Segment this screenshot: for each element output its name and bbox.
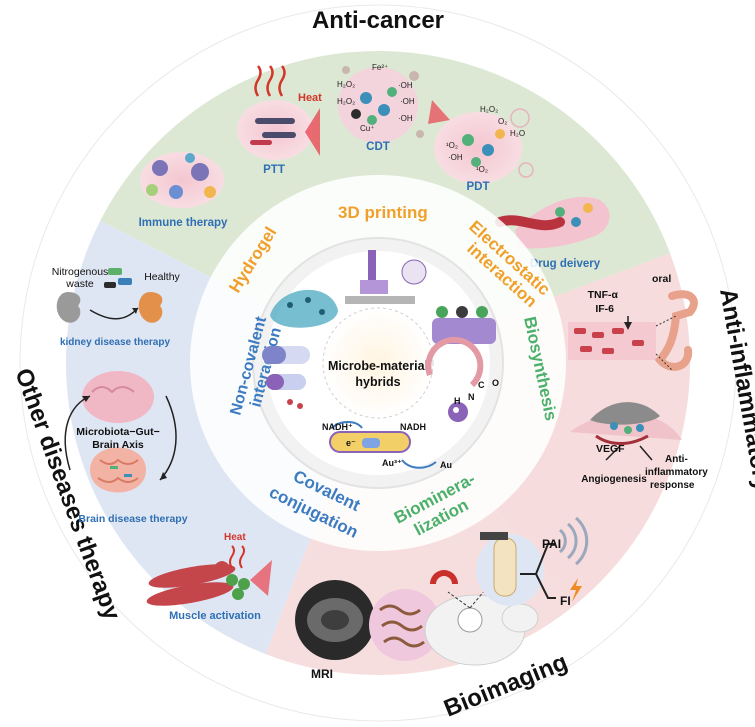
cdt-cu: Cu⁺: [360, 124, 374, 133]
immune-therapy-illustration: [140, 152, 224, 208]
label-tnf: TNF-α: [588, 289, 619, 301]
bio-o: O: [492, 378, 499, 388]
nadh: NADH: [400, 422, 426, 432]
bio-n: N: [468, 392, 475, 402]
pdt-illustration: [428, 100, 534, 184]
pdt-h2o2: H₂O₂: [480, 105, 498, 114]
gut-illustration: [568, 290, 698, 371]
cdt-oh-c: ·OH: [398, 114, 413, 123]
label-brain-therapy: Brain disease therapy: [78, 513, 187, 525]
label-pai: PAI: [542, 537, 561, 551]
label-mri: MRI: [311, 667, 333, 681]
nadh-plus: NADH⁺: [322, 422, 353, 432]
bioimaging-section: MRI PAI FI: [295, 516, 589, 681]
cdt-h2o2-b: H₂O₂: [337, 97, 355, 106]
label-il6: IF-6: [595, 303, 614, 315]
label-vegf: VEGF: [596, 443, 625, 455]
printer-icon: [345, 250, 427, 304]
label-kidney-therapy: kidney disease therapy: [60, 337, 170, 348]
electrostatic-icon: [432, 306, 496, 344]
label-cdt: CDT: [366, 141, 390, 153]
cdt-illustration: [338, 66, 424, 143]
sector-title-anti-cancer: Anti-cancer: [312, 7, 444, 34]
cdt-h2o2-a: H₂O₂: [337, 80, 355, 89]
label-anti-inf-1: Anti-: [665, 454, 688, 465]
drug-delivery-illustration: [495, 196, 610, 249]
label-ptt-heat: Heat: [298, 92, 322, 104]
mri-illustration: [295, 580, 375, 660]
center-line-2: hybrids: [355, 375, 400, 389]
label-oral: oral: [652, 273, 671, 285]
capsule-icon: [262, 346, 310, 409]
label-angiogenesis: Angiogenesis: [581, 474, 647, 485]
pdt-o2: O₂: [498, 117, 507, 126]
au: Au: [440, 460, 452, 470]
pdt-1o2-a: ¹O₂: [446, 141, 458, 150]
label-pdt: PDT: [467, 181, 490, 193]
other-diseases-section: Nitrogenous waste Healthy kidney disease…: [52, 266, 272, 622]
kidney-illustration: [56, 268, 163, 323]
label-waste: waste: [65, 278, 94, 290]
mouse-illustration: [424, 570, 539, 666]
electron: e⁻: [346, 438, 356, 448]
cdt-oh-a: ·OH: [398, 81, 413, 90]
label-anti-inf-2: inflammatory: [645, 467, 708, 478]
bio-c: C: [478, 380, 485, 390]
biosynthesis-icon: [425, 336, 484, 422]
bacteria-blob-illustration: [369, 589, 441, 661]
label-drug-delivery: Drug deivery: [530, 258, 601, 270]
hydrogel-icon: [270, 289, 338, 328]
brain-illustration: [64, 371, 177, 493]
au3: Au³⁺: [382, 458, 402, 468]
label-nitrogenous: Nitrogenous: [52, 266, 109, 278]
bio-h: H: [454, 396, 461, 406]
label-fi: FI: [560, 594, 571, 608]
muscle-illustration: [146, 545, 272, 606]
pdt-oh: ·OH: [448, 153, 463, 162]
label-axis-1: Microbiota−Gut−: [76, 426, 159, 438]
label-axis-2: Brain Axis: [92, 439, 144, 451]
anti-inflammatory-section: TNF-α IF-6 oral VEGF Angiogenesis Anti- …: [568, 273, 708, 491]
ptt-illustration: [237, 65, 320, 160]
anti-cancer-section: Immune therapy Heat PTT Fe²⁺ H₂O₂: [139, 63, 610, 270]
label-ptt: PTT: [263, 164, 285, 176]
method-3d-printing: 3D printing: [338, 203, 428, 222]
label-anti-inf-3: response: [650, 480, 695, 491]
wound-illustration: [570, 402, 682, 461]
label-immune-therapy: Immune therapy: [139, 217, 228, 229]
covalent-icon: [329, 421, 437, 469]
label-muscle-heat: Heat: [224, 532, 246, 543]
pdt-h2o: H₂O: [510, 129, 525, 138]
outer-ring: [20, 5, 736, 721]
pai-illustration: [476, 516, 589, 606]
label-healthy: Healthy: [144, 271, 180, 283]
label-muscle-activation: Muscle activation: [169, 610, 261, 622]
cdt-oh-b: ·OH: [400, 97, 415, 106]
cdt-fe: Fe²⁺: [372, 63, 388, 72]
center-line-1: Microbe-material: [328, 359, 428, 373]
pdt-1o2-b: ¹O₂: [476, 165, 488, 174]
outer-ring-edge: [19, 4, 737, 722]
